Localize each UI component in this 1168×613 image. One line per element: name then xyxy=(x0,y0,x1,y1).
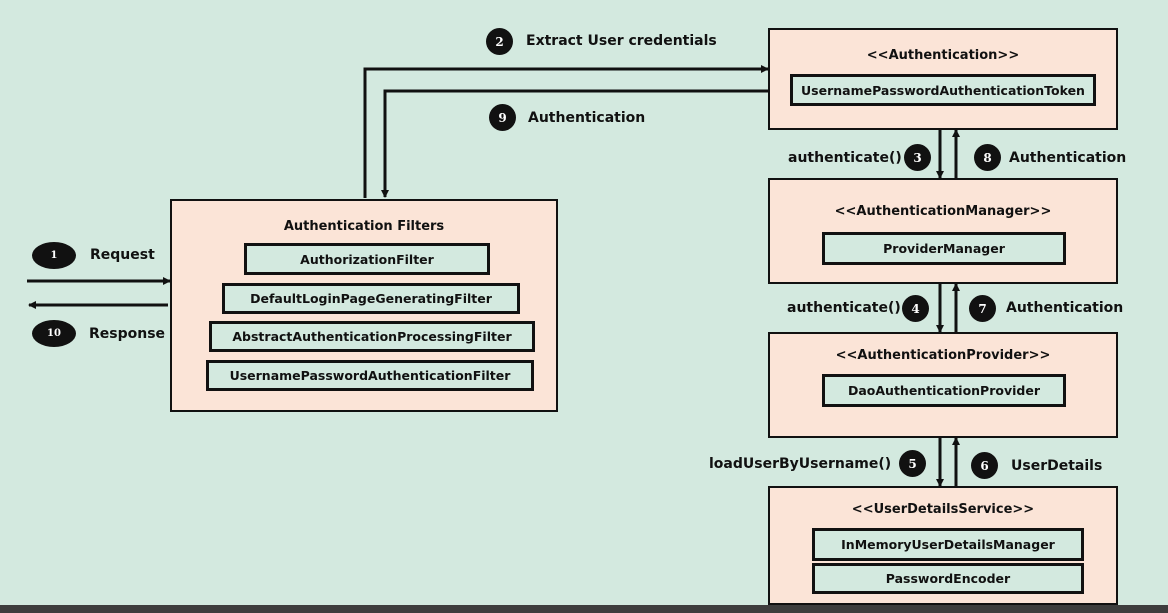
authentication-provider-box: <<AuthenticationProvider>> DaoAuthentica… xyxy=(768,332,1118,438)
step-2-label: Extract User credentials xyxy=(526,33,717,49)
step-4-label: authenticate() xyxy=(787,300,901,316)
authentication-filters-title: Authentication Filters xyxy=(283,219,445,234)
step-5-badge: 5 xyxy=(899,450,926,477)
step-1-badge: 1 xyxy=(32,242,76,269)
step-10-label: Response xyxy=(89,326,166,342)
extract-credentials-arrow xyxy=(363,65,769,198)
step-1-label: Request xyxy=(90,247,155,263)
abstract-authentication-processing-filter: AbstractAuthenticationProcessingFilter xyxy=(209,321,535,352)
password-encoder: PasswordEncoder xyxy=(812,563,1084,594)
authentication-filters-box: Authentication Filters AuthorizationFilt… xyxy=(170,199,558,412)
default-login-page-generating-filter: DefaultLoginPageGeneratingFilter xyxy=(222,283,520,314)
step-10-badge: 10 xyxy=(32,320,76,347)
step-9-label: Authentication xyxy=(528,110,646,126)
provider-manager: ProviderManager xyxy=(822,232,1066,265)
authentication-box: <<Authentication>> UsernamePasswordAuthe… xyxy=(768,28,1118,130)
step-5-label: loadUserByUsername() xyxy=(709,456,892,472)
dao-authentication-provider: DaoAuthenticationProvider xyxy=(822,374,1066,407)
step-3-label: authenticate() xyxy=(788,150,902,166)
step-8-badge: 8 xyxy=(974,144,1001,171)
step-4-badge: 4 xyxy=(902,295,929,322)
authentication-manager-box: <<AuthenticationManager>> ProviderManage… xyxy=(768,178,1118,284)
user-details-service-box: <<UserDetailsService>> InMemoryUserDetai… xyxy=(768,486,1118,605)
step-3-badge: 3 xyxy=(904,144,931,171)
authentication-provider-title: <<AuthenticationProvider>> xyxy=(835,348,1051,363)
authentication-manager-title: <<AuthenticationManager>> xyxy=(834,204,1052,219)
step-7-label: Authentication xyxy=(1006,300,1124,316)
authorization-filter: AuthorizationFilter xyxy=(244,243,490,275)
username-password-authentication-token: UsernamePasswordAuthenticationToken xyxy=(790,74,1096,106)
step-9-badge: 9 xyxy=(489,104,516,131)
user-details-service-title: <<UserDetailsService>> xyxy=(851,502,1035,517)
authentication-title: <<Authentication>> xyxy=(866,48,1020,63)
authentication-return-arrow xyxy=(381,89,768,198)
step-2-badge: 2 xyxy=(486,28,513,55)
in-memory-user-details-manager: InMemoryUserDetailsManager xyxy=(812,528,1084,561)
bottom-scroll-bar xyxy=(0,605,1168,613)
step-7-badge: 7 xyxy=(969,295,996,322)
step-6-badge: 6 xyxy=(971,452,998,479)
step-6-label: UserDetails xyxy=(1011,458,1103,474)
username-password-authentication-filter: UsernamePasswordAuthenticationFilter xyxy=(206,360,534,391)
step-8-label: Authentication xyxy=(1009,150,1127,166)
